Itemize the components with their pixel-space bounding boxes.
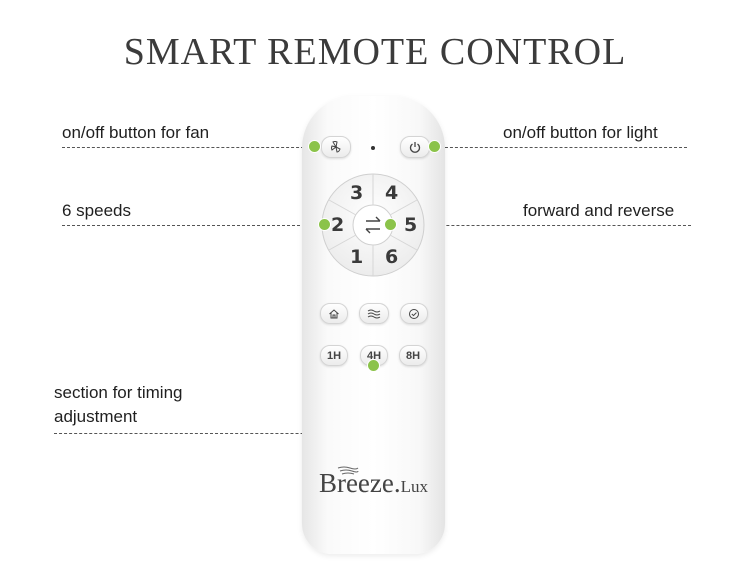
fan-power-button[interactable]	[321, 136, 351, 158]
speed-button-2[interactable]: 2	[331, 214, 345, 236]
leader-line-light	[435, 147, 687, 148]
sleep-mode-button[interactable]	[400, 303, 428, 324]
timer-8h-button[interactable]: 8H	[399, 345, 427, 366]
marker-dot-light	[428, 140, 441, 153]
speed-dial: 3 4 2 5 1 6	[320, 172, 426, 278]
remote-control-body	[302, 96, 445, 554]
home-mode-button[interactable]	[320, 303, 348, 324]
label-light-power: on/off button for light	[503, 123, 658, 142]
power-icon	[409, 142, 421, 153]
marker-dot-timer	[367, 359, 380, 372]
brand-name: Breeze.	[318, 468, 401, 498]
leader-line-speeds	[62, 225, 325, 226]
label-timer-line1: section for timing	[54, 383, 183, 402]
leader-line-fan	[62, 147, 314, 148]
breeze-mode-button[interactable]	[359, 303, 389, 324]
leader-line-direction	[391, 225, 691, 226]
speed-button-4[interactable]: 4	[385, 182, 399, 204]
wind-icon	[337, 466, 359, 475]
speed-button-1[interactable]: 1	[350, 246, 364, 268]
label-timer-line2: adjustment	[54, 407, 138, 426]
check-circle-icon	[409, 308, 419, 319]
light-power-button[interactable]	[400, 136, 430, 158]
breeze-icon	[367, 309, 381, 318]
speed-button-5[interactable]: 5	[404, 214, 418, 236]
page-title: SMART REMOTE CONTROL	[123, 31, 627, 73]
reverse-arrows-icon	[365, 216, 381, 234]
home-icon	[329, 308, 339, 318]
speed-button-3[interactable]: 3	[350, 182, 364, 204]
brand-suffix: Lux	[400, 477, 429, 496]
brand-logo: Breeze.Lux	[302, 466, 445, 499]
label-direction: forward and reverse	[523, 201, 675, 220]
label-fan-power: on/off button for fan	[62, 123, 210, 142]
label-speeds: 6 speeds	[62, 201, 131, 220]
leader-line-timer	[54, 433, 374, 434]
marker-dot-direction	[384, 218, 397, 231]
timer-1h-button[interactable]: 1H	[320, 345, 348, 366]
marker-dot-fan	[308, 140, 321, 153]
ir-sensor	[371, 146, 375, 150]
fan-icon	[331, 141, 341, 153]
marker-dot-speeds	[318, 218, 331, 231]
speed-button-6[interactable]: 6	[385, 246, 399, 268]
timer-4h-button[interactable]: 4H	[360, 345, 388, 366]
